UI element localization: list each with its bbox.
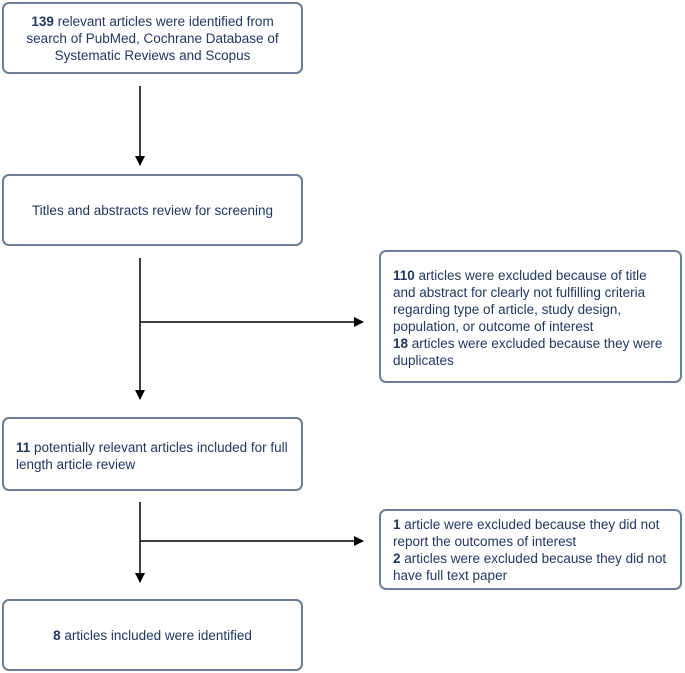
included-count: 8 (53, 627, 61, 643)
screening-box: Titles and abstracts review for screenin… (2, 174, 303, 246)
identified-description: relevant articles were identified from s… (26, 13, 279, 63)
excluded-no-full-text-reason: 2 articles were excluded because they di… (393, 550, 670, 584)
full-review-count: 11 (16, 440, 31, 455)
included-description: articles included were identified (60, 627, 252, 643)
screening-text: Titles and abstracts review for screenin… (31, 202, 274, 218)
identified-box: 139 relevant articles were identified fr… (2, 2, 303, 74)
included-box: 8 articles included were identified (2, 599, 303, 671)
excluded-duplicates-reason: 18 articles were excluded because they w… (393, 335, 670, 369)
excluded-outcomes-description: article were excluded because they did n… (393, 517, 660, 549)
included-text: 8 articles included were identified (53, 627, 252, 644)
identified-count: 139 (31, 13, 54, 29)
excluded-full-text-box: 1 article were excluded because they did… (379, 509, 682, 590)
excluded-duplicates-description: articles were excluded because they were… (393, 336, 663, 368)
full-review-text: 11 potentially relevant articles include… (16, 439, 289, 473)
excluded-no-full-text-description: articles were excluded because they did … (393, 551, 667, 583)
excluded-duplicates-count: 18 (393, 336, 409, 351)
excluded-title-abstract-count: 110 (393, 268, 415, 283)
excluded-title-abstract-reason: 110 articles were excluded because of ti… (393, 267, 670, 335)
identified-text: 139 relevant articles were identified fr… (10, 13, 295, 64)
full-review-box: 11 potentially relevant articles include… (2, 417, 303, 491)
excluded-no-full-text-count: 2 (393, 551, 401, 566)
excluded-outcomes-count: 1 (393, 517, 401, 532)
excluded-title-abstract-box: 110 articles were excluded because of ti… (379, 250, 682, 383)
full-review-description: potentially relevant articles included f… (16, 440, 288, 472)
excluded-outcomes-reason: 1 article were excluded because they did… (393, 516, 670, 550)
excluded-title-abstract-description: articles were excluded because of title … (393, 268, 647, 334)
